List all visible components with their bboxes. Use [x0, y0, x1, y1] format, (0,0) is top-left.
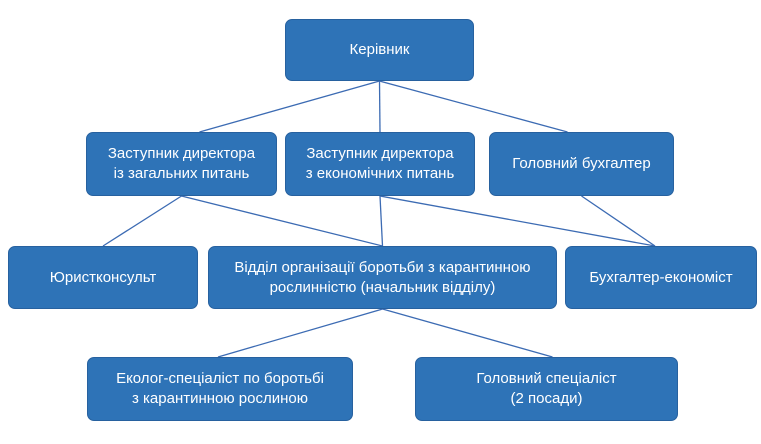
- org-node-label: Керівник: [349, 41, 410, 59]
- org-node-label: Головний спеціаліст (2 посади): [476, 370, 617, 407]
- connector-line: [379, 195, 656, 247]
- org-node-label: Відділ організації боротьби з карантинно…: [234, 258, 531, 296]
- org-node-deputy-general: Заступник директора із загальних питань: [86, 132, 277, 196]
- connector-line: [378, 80, 381, 133]
- connector-line: [217, 308, 383, 358]
- org-node-label: Заступник директора із загальних питань: [107, 145, 256, 182]
- connector-line: [181, 195, 383, 247]
- org-node-legal-counsel: Юристконсульт: [8, 246, 198, 309]
- org-node-chief-accountant: Головний бухгалтер: [489, 132, 674, 196]
- org-node-label: Головний бухгалтер: [512, 155, 651, 173]
- org-node-chief-specialist: Головний спеціаліст (2 посади): [415, 357, 678, 421]
- org-node-label: Бухгалтер-економіст: [589, 268, 733, 286]
- connector-line: [382, 308, 553, 358]
- connector-line: [581, 195, 656, 247]
- connector-line: [379, 80, 568, 133]
- connector-line: [199, 80, 380, 133]
- org-node-deputy-economic: Заступник директора з економічних питань: [285, 132, 475, 196]
- org-node-label: Юристконсульт: [49, 268, 157, 286]
- org-node-label: Еколог-спеціаліст по боротьбі з карантин…: [116, 370, 324, 407]
- org-node-quarantine-department: Відділ організації боротьби з карантинно…: [208, 246, 557, 309]
- org-node-kerivnyk: Керівник: [285, 19, 474, 81]
- connector-line: [102, 195, 182, 247]
- connector-line: [379, 195, 384, 247]
- org-node-accountant-economist: Бухгалтер-економіст: [565, 246, 757, 309]
- org-node-ecologist-specialist: Еколог-спеціаліст по боротьбі з карантин…: [87, 357, 353, 421]
- org-node-label: Заступник директора з економічних питань: [305, 145, 455, 182]
